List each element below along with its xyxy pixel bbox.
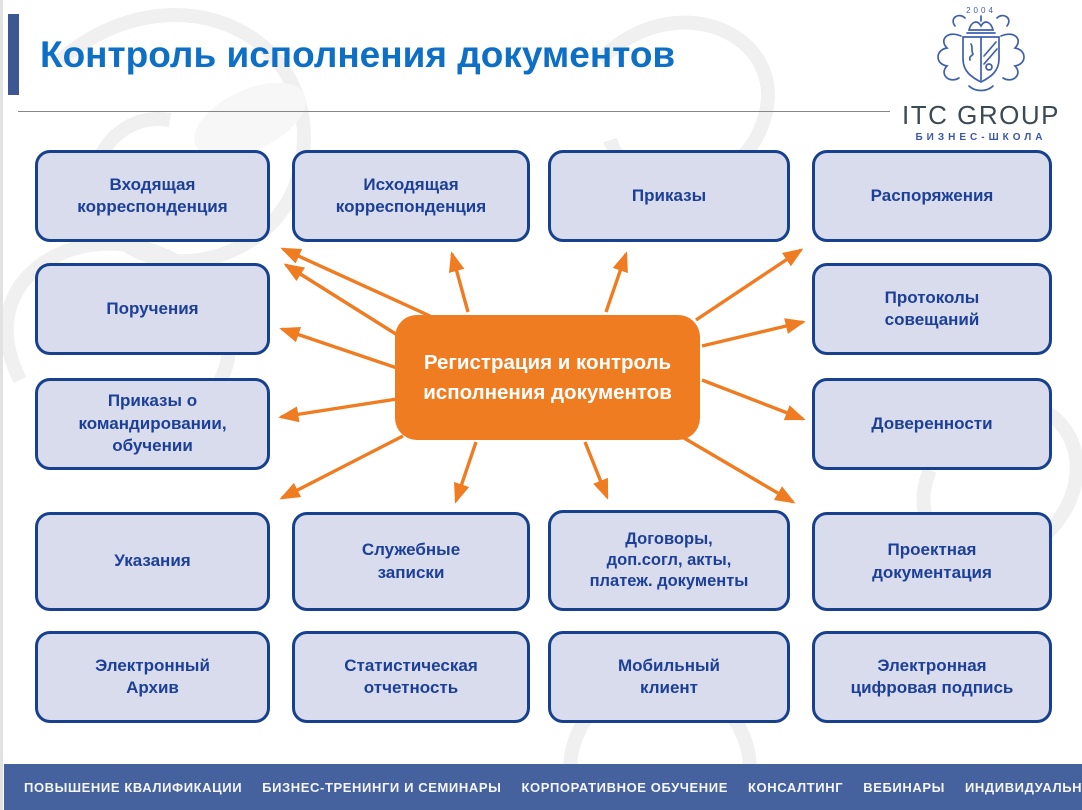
itc-group-logo: 2004 ITC GROUP БИЗ [896,4,1066,143]
node-memos: Служебные записки [292,512,530,611]
node-project-documentation: Проектная документация [812,512,1052,611]
header-divider [18,111,890,112]
logo-subtitle: БИЗНЕС-ШКОЛА [915,132,1047,144]
footer-item-individual: ИНДИВИДУАЛЬНОЕ ОБУЧЕНИЕ [964,779,1082,795]
services-footer: ПОВЫШЕНИЕ КВАЛИФИКАЦИИ БИЗНЕС-ТРЕНИНГИ И… [4,764,1082,810]
logo-name: ITC GROUP [902,100,1060,130]
node-meeting-minutes: Протоколы совещаний [812,263,1052,355]
node-digital-signature: Электронная цифровая подпись [812,631,1052,723]
node-contracts-acts-payments: Договоры, доп.согл, акты, платеж. докуме… [548,510,790,611]
page-title: Контроль исполнения документов [40,34,676,75]
node-orders: Приказы [548,150,790,242]
node-incoming-correspondence: Входящая корреспонденция [35,150,270,242]
node-travel-training-orders: Приказы о командировании, обучении [35,378,270,470]
node-statistical-reporting: Статистическая отчетность [292,631,530,723]
svg-text:2004: 2004 [966,6,996,15]
node-assignments: Поручения [35,263,270,355]
node-directives: Распоряжения [812,150,1052,242]
footer-item-corporate: КОРПОРАТИВНОЕ ОБУЧЕНИЕ [521,779,728,795]
footer-item-trainings: БИЗНЕС-ТРЕНИНГИ И СЕМИНАРЫ [262,779,502,795]
slide-left-edge [0,0,3,810]
crest-icon: 2004 [937,6,1025,92]
title-accent-bar [8,14,19,95]
footer-item-qualification: ПОВЫШЕНИЕ КВАЛИФИКАЦИИ [24,779,243,795]
node-instructions: Указания [35,512,270,611]
node-mobile-client: Мобильный клиент [548,631,790,723]
footer-item-webinars: ВЕБИНАРЫ [863,779,945,795]
node-electronic-archive: Электронный Архив [35,631,270,723]
node-powers-of-attorney: Доверенности [812,378,1052,470]
node-outgoing-correspondence: Исходящая корреспонденция [292,150,530,242]
slide-header: Контроль исполнения документов 2004 [0,0,1082,148]
footer-item-consulting: КОНСАЛТИНГ [748,779,844,795]
center-node-registration-control: Регистрация и контроль исполнения докуме… [395,315,700,440]
